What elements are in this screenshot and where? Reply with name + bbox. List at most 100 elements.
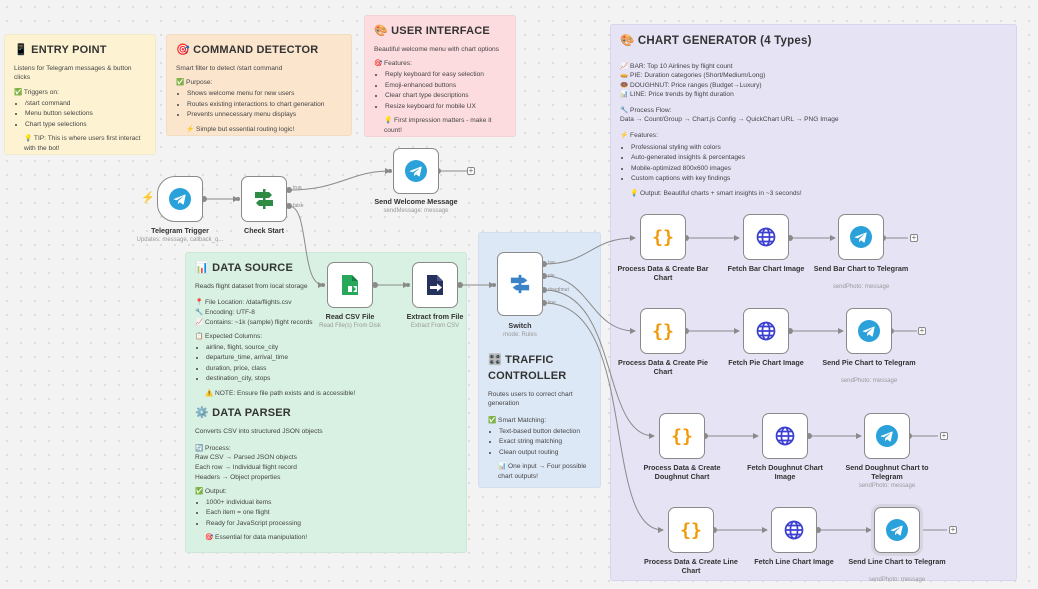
node-subtitle: sendPhoto: message [858, 483, 916, 489]
add-node-button[interactable]: + [940, 431, 948, 440]
node-send-doughnut[interactable] [864, 413, 910, 459]
node-label: Process Data & Create Pie Chart [618, 358, 708, 376]
node-check-start[interactable] [241, 176, 287, 222]
note-datasource-columns-title: 📋 Expected Columns: [195, 333, 263, 341]
note-parser-output-title: ✅ Output: [195, 488, 227, 496]
node-telegram-trigger[interactable] [157, 176, 203, 222]
note-traffic-title: 🎛️ TRAFFIC CONTROLLER [488, 354, 567, 382]
note-ui-desc: Beautiful welcome menu with chart option… [374, 45, 499, 53]
node-subtitle: sendMessage: message [383, 208, 449, 214]
node-process-doughnut[interactable]: {} [659, 413, 705, 459]
list-item: Clean output routing [499, 448, 591, 458]
node-send-bar[interactable] [838, 214, 884, 260]
list-item: Shows welcome menu for new users [187, 89, 342, 99]
code-icon: {} [671, 425, 693, 447]
note-chart-title: 🎨 CHART GENERATOR (4 Types) [620, 35, 812, 47]
wire-switch-pie [543, 275, 636, 334]
note-traffic-tip: 📊 One input → Four possible chart output… [498, 463, 587, 480]
note-traffic-match-title: ✅ Smart Matching: [488, 416, 547, 424]
wire-switch-bar [543, 235, 636, 265]
note-entry-desc: Listens for Telegram messages & button c… [14, 64, 132, 82]
telegram-icon [169, 188, 191, 210]
node-label: Read CSV File [325, 312, 375, 321]
note-command-purpose-title: ✅ Purpose: [176, 79, 213, 87]
globe-icon [775, 426, 795, 446]
node-process-line[interactable]: {} [668, 507, 714, 553]
node-send-welcome-message[interactable] [393, 148, 439, 194]
chart-type-line: 📈 BAR: Top 10 Airlines by flight count [620, 62, 733, 70]
note-parser-process: Each row → Individual flight record [195, 463, 297, 471]
list-item: Prevents unnecessary menu displays [187, 110, 342, 120]
note-parser-process: Raw CSV → Parsed JSON objects [195, 454, 297, 462]
file-icon [342, 275, 358, 295]
list-item: Custom captions with key findings [631, 174, 1007, 184]
node-label: Process Data & Create Bar Chart [617, 264, 709, 282]
node-label: Send Bar Chart to Telegram [813, 264, 909, 273]
output-label-pie: pie [548, 273, 555, 279]
list-item: duration, price, class [206, 364, 457, 374]
globe-icon [784, 520, 804, 540]
list-item: Mobile-optimized 800x600 images [631, 164, 1007, 174]
list-item: 1000+ individual items [206, 498, 457, 508]
note-datasource-location: 📍 File Location: /data/flights.csv [195, 299, 292, 307]
code-icon: {} [680, 519, 702, 541]
node-subtitle: sendPhoto: message [868, 577, 926, 583]
node-fetch-doughnut[interactable] [762, 413, 808, 459]
note-command-detector: 🎯 COMMAND DETECTOR Smart filter to detec… [166, 34, 352, 136]
note-chart-flow-title: 🔧 Process Flow: [620, 106, 672, 114]
node-label: Send Line Chart to Telegram [848, 557, 946, 566]
list-item: Chart type selections [25, 120, 146, 130]
list-item: Professional styling with colors [631, 143, 1007, 153]
note-ui-features-title: 🎯 Features: [374, 60, 412, 68]
telegram-icon [850, 226, 872, 248]
note-chart-generator: 🎨 CHART GENERATOR (4 Types) 📈 BAR: Top 1… [610, 24, 1017, 581]
node-fetch-pie[interactable] [743, 308, 789, 354]
note-user-interface: 🎨 USER INTERFACE Beautiful welcome menu … [364, 15, 516, 137]
node-label: Send Doughnut Chart to Telegram [845, 463, 929, 481]
list-item: Each item = one flight [206, 508, 457, 518]
node-label: Fetch Doughnut Chart Image [747, 463, 823, 481]
note-chart-flow: Data → Count/Group → Chart.js Config → Q… [620, 116, 839, 124]
chart-type-line: 🥧 PIE: Duration categories (Short/Medium… [620, 72, 766, 80]
if-branch-icon [255, 189, 273, 209]
node-send-pie[interactable] [846, 308, 892, 354]
code-icon: {} [652, 320, 674, 342]
wire-switch-line [543, 302, 664, 533]
note-ui-title: 🎨 USER INTERFACE [374, 25, 490, 37]
list-item: Text-based button detection [499, 427, 591, 437]
telegram-icon [858, 320, 880, 342]
node-label: Fetch Line Chart Image [754, 557, 834, 566]
note-datasource-title: 📊 DATA SOURCE [195, 262, 293, 274]
node-send-line[interactable] [874, 507, 920, 553]
list-item: Clear chart type descriptions [385, 91, 506, 101]
node-label: Fetch Pie Chart Image [728, 358, 804, 367]
node-label: Telegram Trigger [151, 226, 209, 235]
node-process-bar[interactable]: {} [640, 214, 686, 260]
node-subtitle: Read File(s) From Disk [319, 323, 381, 329]
add-node-button[interactable]: + [918, 326, 926, 335]
note-command-desc: Smart filter to detect /start command [176, 64, 283, 72]
node-switch[interactable] [497, 252, 543, 316]
list-item: Emoji-enhanced buttons [385, 81, 506, 91]
note-entry-point: 📱 ENTRY POINT Listens for Telegram messa… [4, 34, 156, 155]
node-extract-from-file[interactable] [412, 262, 458, 308]
list-item: Menu button selections [25, 109, 146, 119]
node-label: Send Pie Chart to Telegram [822, 358, 916, 367]
chart-type-line: 🍩 DOUGHNUT: Price ranges (Budget→Luxury) [620, 81, 762, 89]
node-read-csv-file[interactable] [327, 262, 373, 308]
add-node-button[interactable]: + [467, 166, 475, 175]
telegram-icon [405, 160, 427, 182]
lightning-icon: ⚡ [141, 192, 155, 204]
node-fetch-bar[interactable] [743, 214, 789, 260]
list-item: Auto-generated insights & percentages [631, 153, 1007, 163]
telegram-icon [876, 425, 898, 447]
node-fetch-line[interactable] [771, 507, 817, 553]
list-item: destination_city, stops [206, 374, 457, 384]
node-process-pie[interactable]: {} [640, 308, 686, 354]
node-label: Process Data & Create Line Chart [644, 557, 738, 575]
chart-type-line: 📊 LINE: Price trends by flight duration [620, 91, 734, 99]
globe-icon [756, 321, 776, 341]
add-node-button[interactable]: + [949, 525, 957, 534]
add-node-button[interactable]: + [910, 233, 918, 242]
output-label-true: true [293, 185, 302, 191]
